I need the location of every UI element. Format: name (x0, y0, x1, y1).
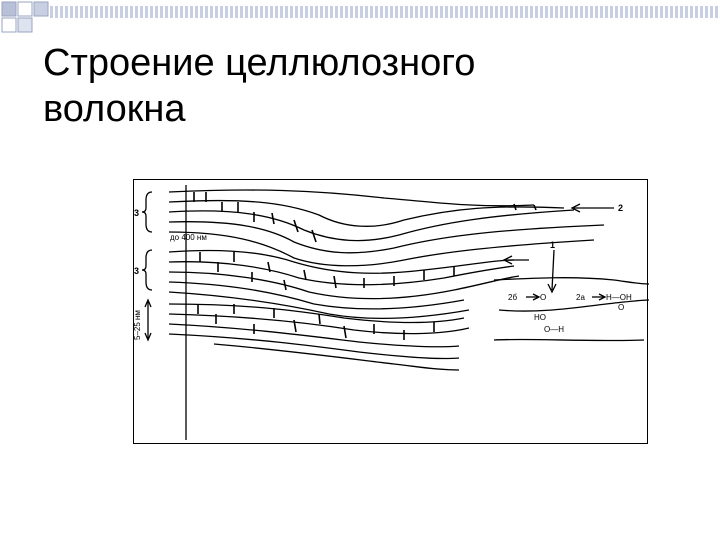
layer-brace (141, 191, 153, 233)
chem-o2: O (618, 303, 624, 312)
arrow-2-head (570, 203, 581, 213)
layer-label-top: 3 (134, 208, 139, 218)
layer-label-mid: 3 (134, 266, 139, 276)
surface-line (493, 277, 649, 285)
chem-o1: O (540, 293, 546, 302)
deco-square (17, 17, 33, 33)
deco-square (1, 1, 17, 17)
fibril-line (168, 291, 470, 319)
fibril-line (168, 271, 520, 300)
fibril-line (168, 323, 460, 348)
chem-ho: HO (534, 313, 546, 322)
chem-o-h: O—H (544, 325, 564, 334)
arrow-1 (551, 249, 555, 291)
title-line-2: волокна (43, 88, 186, 130)
fibril-line (168, 313, 470, 335)
deco-square (17, 1, 33, 17)
arrow-label-2: 2 (618, 203, 623, 213)
fibril-line (168, 189, 535, 207)
thickness-label: 5–25 нм (134, 310, 142, 340)
bond-rungs (193, 192, 537, 340)
surface-line (498, 299, 649, 312)
surface-line (493, 338, 645, 342)
title-line-1: Строение целлюлозного (43, 42, 476, 84)
decorative-strip (1, 1, 720, 33)
arrow-label-1: 1 (550, 240, 555, 250)
fibril-line (168, 303, 465, 324)
chem-h-oh: H—OH (606, 293, 632, 302)
fibril-line (168, 199, 565, 227)
fibril-line (168, 281, 465, 310)
deco-square (1, 17, 17, 33)
slide-title: Строение целлюлозного волокна (43, 40, 643, 132)
fibril-line (168, 333, 460, 360)
fibril-line (168, 209, 575, 242)
fibril-line (168, 261, 515, 286)
label-2a: 2а (576, 293, 585, 302)
fibril-line (213, 343, 460, 371)
deco-square (33, 1, 49, 17)
fibril-line (168, 231, 595, 267)
label-2b: 2б (508, 293, 517, 302)
width-label: до 400 нм (170, 233, 207, 242)
arrow-1-head (547, 283, 557, 294)
arrow-2b-head (532, 293, 541, 301)
diagram-drawing: 3 3 до 400 нм 5–25 нм 2 1 2б O 2а H—OH O… (134, 185, 649, 440)
layer-brace (141, 249, 153, 291)
fibril-line (168, 221, 605, 254)
arrow-2a-head (598, 293, 607, 301)
thickness-arrowhead (144, 332, 152, 342)
thickness-arrowhead (144, 298, 152, 308)
fibril-line (168, 249, 515, 274)
arrow-side-head (502, 255, 513, 265)
fiber-structure-diagram: 3 3 до 400 нм 5–25 нм 2 1 2б O 2а H—OH O… (133, 179, 649, 444)
